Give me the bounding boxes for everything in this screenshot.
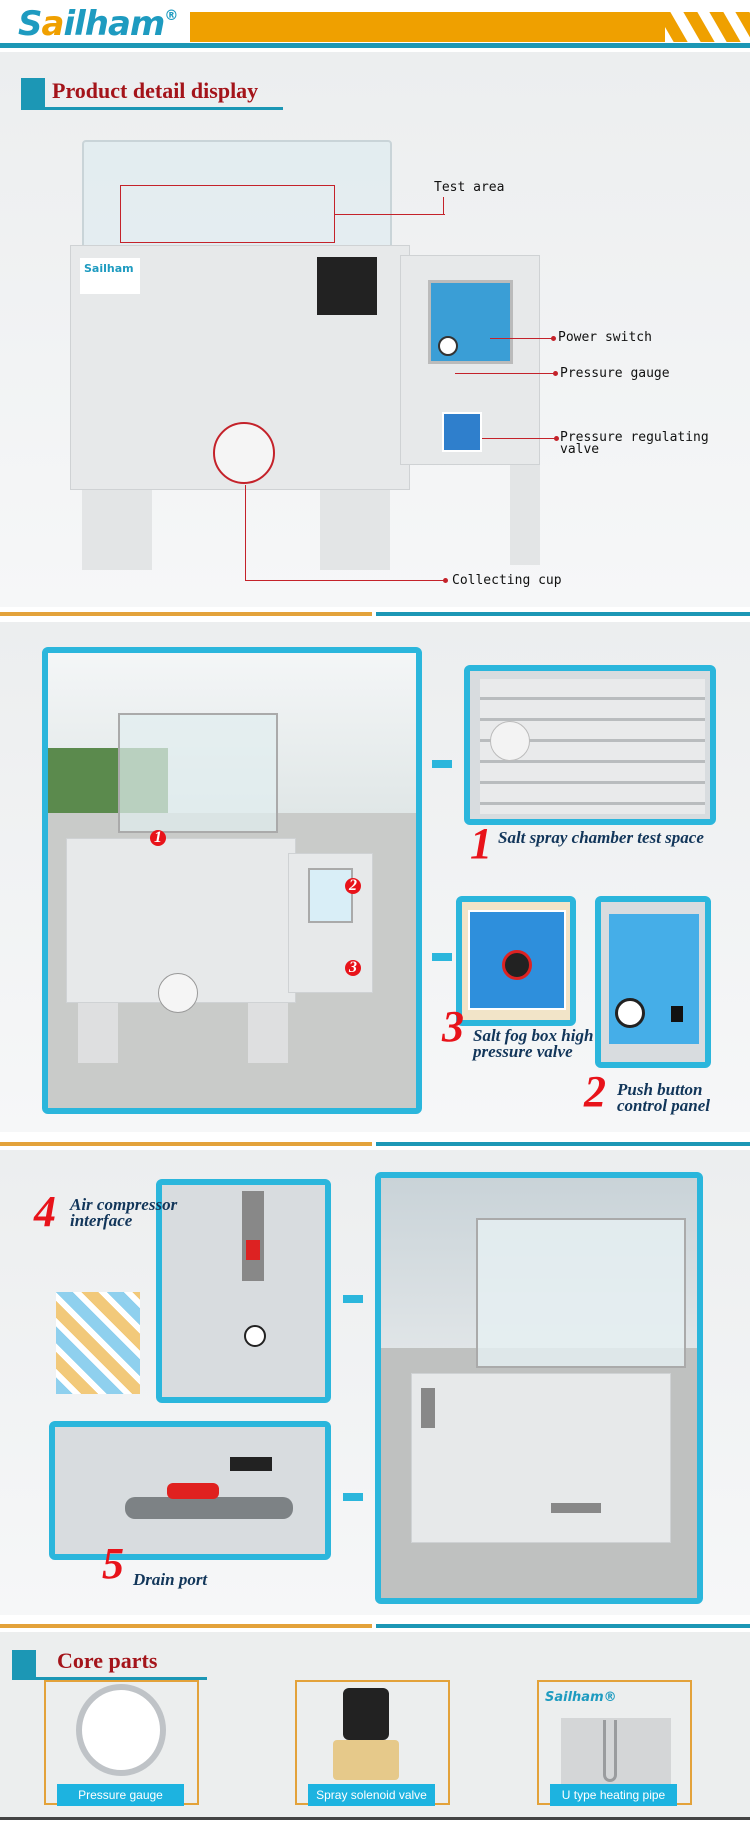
title-marker <box>12 1650 36 1678</box>
title-underline <box>21 107 283 110</box>
machine-logo: Sailham <box>80 258 140 294</box>
marker-1: 1 <box>150 830 166 846</box>
section-divider <box>376 1624 750 1628</box>
pressure-gauge-photo <box>76 1684 166 1776</box>
header-bar <box>190 12 665 42</box>
salt-spray-machine-photo: Sailham <box>70 140 550 570</box>
drain-port-photo <box>49 1421 331 1560</box>
feature-label: Salt spray chamber test space <box>498 828 704 847</box>
leader-line <box>245 580 445 581</box>
section-divider <box>0 612 372 616</box>
arrow-left-icon <box>432 953 452 961</box>
callout-dot <box>551 336 556 341</box>
brand-logo: Sailham® <box>18 4 178 44</box>
callout-power-switch: Power switch <box>558 330 652 345</box>
leader-line <box>335 214 445 215</box>
leader-line <box>245 485 246 580</box>
core-part-card: Sailham® <box>537 1680 692 1805</box>
decorative-stripes <box>56 1292 140 1394</box>
section-title: Product detail display <box>52 78 259 103</box>
core-brand-logo: Sailham® <box>545 1690 617 1705</box>
arrow-right-icon <box>343 1493 363 1501</box>
solenoid-valve-photo <box>343 1688 389 1740</box>
bottom-divider <box>0 1817 750 1820</box>
callout-dot <box>443 578 448 583</box>
section-title: Core parts <box>57 1648 158 1673</box>
callout-dot <box>553 371 558 376</box>
header-stripe <box>709 12 741 42</box>
air-compressor-photo <box>156 1179 331 1403</box>
feature-number: 5 <box>102 1539 124 1588</box>
pressure-valve-photo <box>456 896 576 1026</box>
arrow-right-icon <box>343 1295 363 1303</box>
leader-line <box>482 438 556 439</box>
section-divider <box>0 1142 372 1146</box>
section-divider <box>0 1624 372 1628</box>
callout-pressure-gauge: Pressure gauge <box>560 366 670 381</box>
feature-label: Push button control panel <box>617 1080 711 1115</box>
leader-line <box>490 338 552 339</box>
feature-number: 1 <box>470 819 492 868</box>
title-marker <box>21 78 45 108</box>
leader-line <box>443 197 444 215</box>
core-part-label: U type heating pipe <box>550 1784 677 1806</box>
callout-test-area: Test area <box>434 180 505 195</box>
leader-line <box>455 373 555 374</box>
feature-label: Air compressor interface <box>70 1195 178 1230</box>
feature-label: Salt fog box high pressure valve <box>473 1026 594 1061</box>
feature-number: 3 <box>442 1002 464 1051</box>
callout-collecting-cup: Collecting cup <box>452 573 562 588</box>
section-divider <box>376 1142 750 1146</box>
core-part-label: Pressure gauge <box>57 1784 184 1806</box>
callout-pressure-valve: Pressure regulating valve <box>560 430 709 457</box>
control-panel-photo <box>595 896 711 1068</box>
marker-2: 2 <box>345 878 361 894</box>
header-divider <box>0 43 750 48</box>
feature-label: Drain port <box>133 1570 208 1589</box>
machine-outdoor-photo <box>42 647 422 1114</box>
title-underline <box>12 1677 207 1680</box>
arrow-left-icon <box>432 760 452 768</box>
chamber-interior-photo <box>464 665 716 825</box>
feature-number: 4 <box>34 1187 56 1236</box>
marker-3: 3 <box>345 960 361 976</box>
heating-pipe-photo <box>561 1718 671 1788</box>
header-stripe <box>683 12 715 42</box>
feature-number: 2 <box>584 1067 606 1116</box>
core-part-label: Spray solenoid valve <box>308 1784 435 1806</box>
section-divider <box>376 612 750 616</box>
machine-side-photo <box>375 1172 703 1604</box>
core-part-card <box>44 1680 199 1805</box>
callout-dot <box>554 436 559 441</box>
